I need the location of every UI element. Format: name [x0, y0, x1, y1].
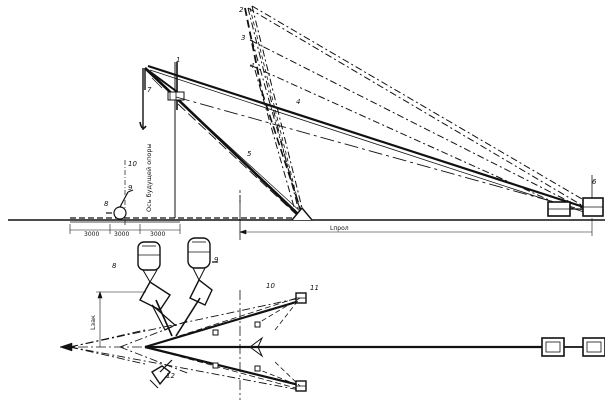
dimension-chain	[69, 224, 181, 234]
lower-anchor	[254, 361, 307, 392]
callout-4b: 4	[296, 98, 300, 106]
callout-1: 1	[176, 56, 180, 64]
plan-callout-8: 8	[112, 262, 117, 270]
plan-callout-11: 11	[310, 284, 319, 292]
plan-callout-10: 10	[266, 282, 275, 290]
upper-anchor	[254, 292, 307, 331]
right-tractor	[547, 175, 604, 217]
plan-tractors	[541, 337, 605, 357]
raised-position-lines	[247, 5, 595, 217]
callout-6: 6	[592, 178, 597, 186]
main-cable	[147, 64, 594, 212]
elevation-view	[8, 5, 605, 240]
dim-text-3: 3000	[150, 231, 165, 238]
callout-8: 8	[104, 200, 109, 208]
support-axis-label: Ось будущей опоры	[145, 143, 153, 212]
plan-crane-left	[137, 241, 177, 337]
plan-callout-12: 12	[166, 372, 175, 380]
span-dimension	[239, 218, 593, 236]
callout-5: 5	[247, 150, 252, 158]
plan-callout-9: 9	[214, 256, 219, 264]
plan-crane-right	[175, 237, 218, 337]
plan-crane-bottom	[149, 359, 173, 389]
callout-3: 3	[241, 34, 245, 42]
closing-length-label: Lзак	[89, 315, 97, 330]
span-label: Lпрол	[330, 225, 349, 232]
callout-7: 7	[147, 86, 152, 94]
closing-dimension	[96, 291, 146, 347]
callout-4a: 4	[250, 62, 254, 70]
mast-pivot	[291, 206, 313, 221]
callout-10: 10	[128, 160, 137, 168]
callout-9: 9	[128, 184, 133, 192]
mast-assembly	[139, 62, 303, 219]
callout-2: 2	[239, 6, 244, 14]
small-winch	[106, 189, 134, 220]
dim-text-1: 3000	[84, 231, 99, 238]
plan-view	[59, 237, 605, 400]
dim-text-2: 3000	[114, 231, 129, 238]
